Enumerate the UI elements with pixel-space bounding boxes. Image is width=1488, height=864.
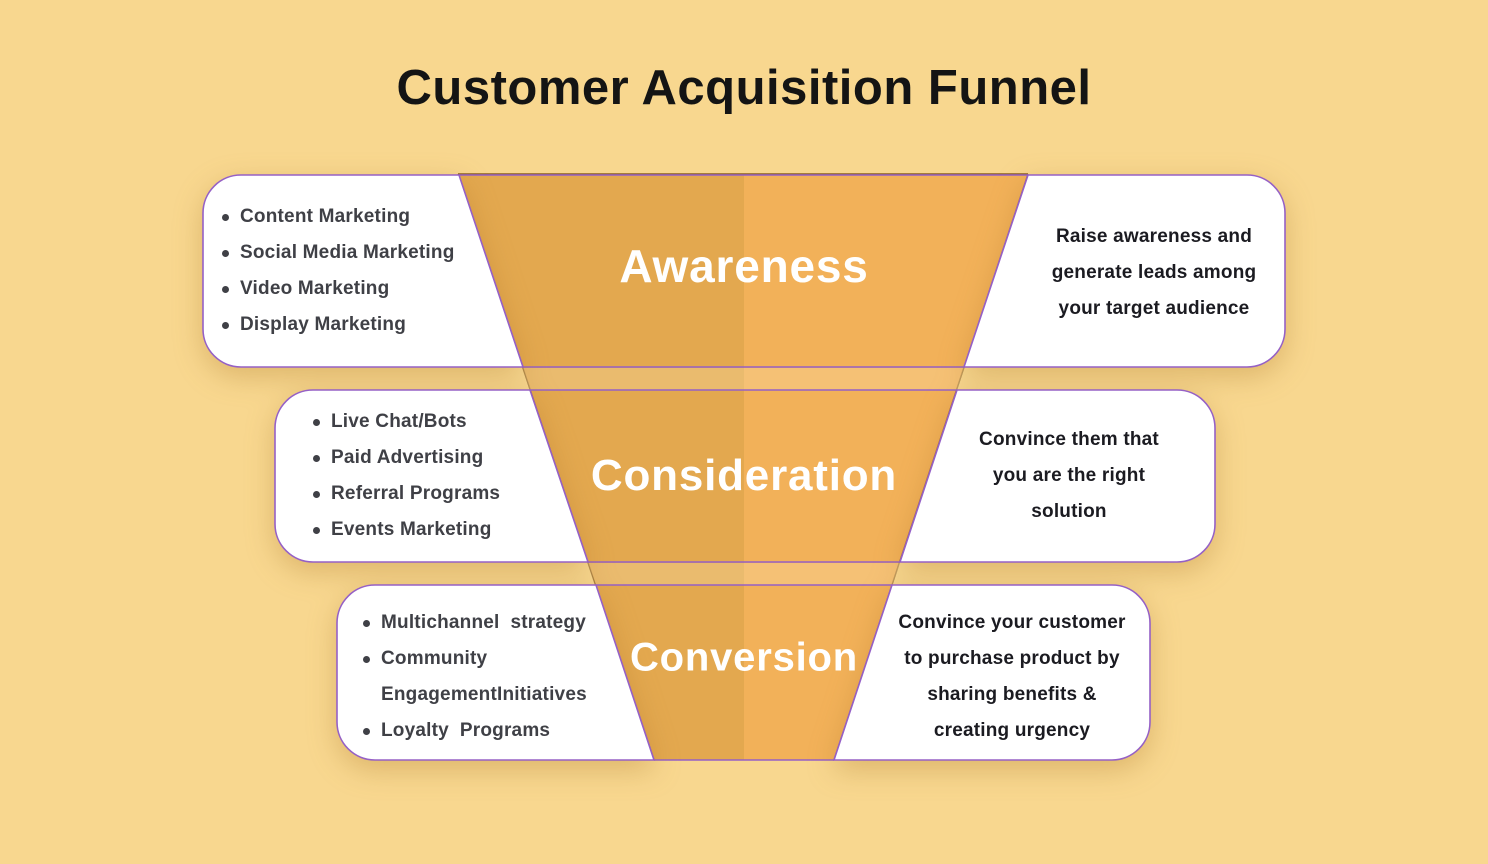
bullet-icon xyxy=(222,249,229,257)
bullet-icon xyxy=(313,490,320,498)
tactic-label: Content Marketing xyxy=(240,206,411,227)
list-item: Content Marketing xyxy=(222,199,455,235)
conversion-tactics-card xyxy=(336,584,656,761)
funnel-gap-bands xyxy=(523,368,964,585)
bullet-icon xyxy=(363,727,370,735)
list-item: Community EngagementInitiatives xyxy=(363,641,587,713)
conversion-tactics-list: Multichannel strategy Community Engageme… xyxy=(363,605,587,749)
bullet-icon xyxy=(222,321,229,329)
bullet-icon xyxy=(313,454,320,462)
consideration-tactics-list: Live Chat/Bots Paid Advertising Referral… xyxy=(313,404,500,548)
tactic-label: Social Media Marketing xyxy=(240,242,455,263)
tactic-label: Multichannel strategy xyxy=(381,612,586,633)
list-item: Display Marketing xyxy=(222,307,455,343)
list-item: Events Marketing xyxy=(313,512,500,548)
bullet-icon xyxy=(363,619,370,627)
stage-label-conversion: Conversion xyxy=(629,635,859,680)
stage-label-consideration: Consideration xyxy=(590,451,898,500)
consideration-description: Convince them that you are the right sol… xyxy=(979,429,1159,522)
tactic-label: Loyalty Programs xyxy=(381,720,551,741)
bullet-icon xyxy=(313,526,320,534)
tactic-label: Display Marketing xyxy=(240,314,407,335)
bullet-icon xyxy=(222,285,229,293)
consideration-description-card xyxy=(898,389,1216,563)
list-item: Referral Programs xyxy=(313,476,500,512)
list-item: Social Media Marketing xyxy=(222,235,455,271)
conversion-description: Convince your customer to purchase produ… xyxy=(898,612,1126,741)
gap-band-2 xyxy=(588,563,900,585)
awareness-tactics-card xyxy=(202,174,525,368)
stage-cards xyxy=(202,174,1286,761)
list-item: Video Marketing xyxy=(222,271,455,307)
tactic-label: Events Marketing xyxy=(331,519,492,540)
gap-band-1 xyxy=(523,368,964,390)
tactic-label: Live Chat/Bots xyxy=(331,411,467,432)
funnel-right-half xyxy=(744,174,1028,760)
funnel-left-half xyxy=(458,174,744,760)
list-item: Paid Advertising xyxy=(313,440,500,476)
tactic-label: Community EngagementInitiatives xyxy=(381,648,587,705)
tactic-label: Paid Advertising xyxy=(331,447,484,468)
tactic-label: Referral Programs xyxy=(331,483,501,504)
list-item: Live Chat/Bots xyxy=(313,404,500,440)
list-item: Multichannel strategy xyxy=(363,605,587,641)
bullet-icon xyxy=(363,655,370,663)
bullet-icon xyxy=(222,213,229,221)
awareness-description: Raise awareness and generate leads among… xyxy=(1051,226,1257,319)
page-title: Customer Acquisition Funnel xyxy=(396,61,1092,115)
awareness-description-card xyxy=(962,174,1286,368)
stage-label-awareness: Awareness xyxy=(619,240,869,292)
list-item: Loyalty Programs xyxy=(363,713,587,749)
awareness-tactics-list: Content Marketing Social Media Marketing… xyxy=(222,199,455,343)
tactic-label: Video Marketing xyxy=(240,278,390,299)
bullet-icon xyxy=(313,418,320,426)
conversion-description-card xyxy=(832,584,1151,761)
consideration-tactics-card xyxy=(274,389,590,563)
row-border-lines xyxy=(459,174,1028,761)
